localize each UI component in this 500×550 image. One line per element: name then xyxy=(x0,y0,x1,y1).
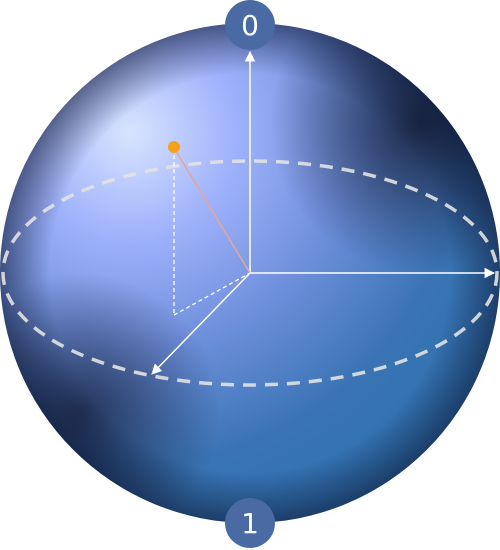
projection-horizontal xyxy=(173,272,251,316)
north-pole-badge: 0 xyxy=(225,0,275,50)
state-vector-group xyxy=(168,141,251,316)
south-pole-badge: 1 xyxy=(225,498,275,548)
north-pole-label: 0 xyxy=(241,9,259,42)
state-point xyxy=(168,141,180,153)
north-pole-circle xyxy=(225,0,275,50)
south-pole-circle xyxy=(225,498,275,548)
axes xyxy=(151,50,496,375)
equator-dashed xyxy=(1,159,499,387)
x-axis xyxy=(151,272,251,375)
south-pole-label: 1 xyxy=(241,507,259,540)
state-vector xyxy=(173,147,251,274)
